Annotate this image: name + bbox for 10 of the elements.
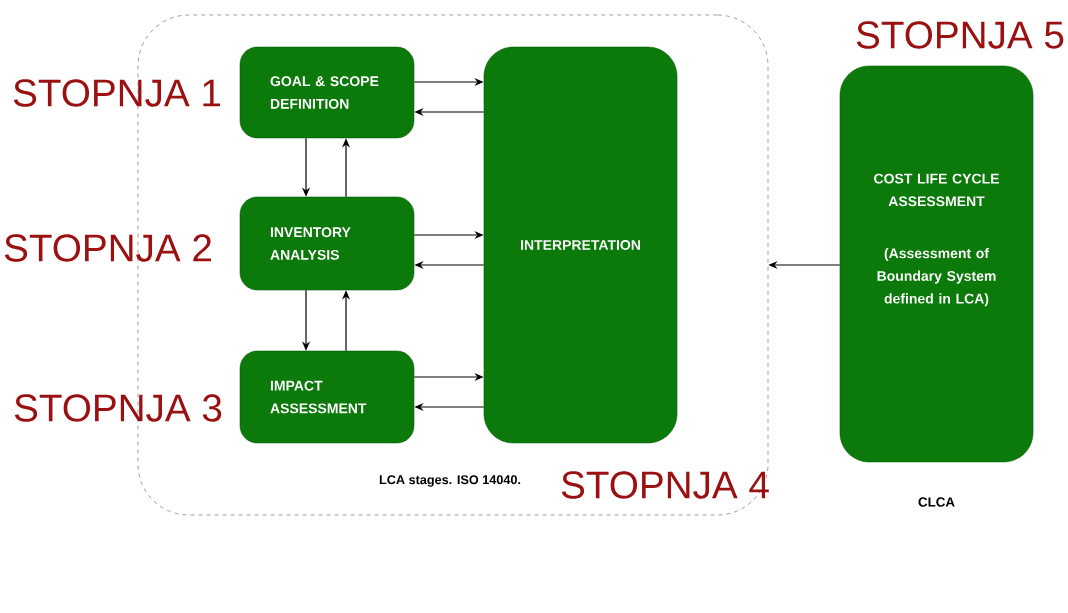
node-label: CLCA [918,497,955,507]
process-box: INTERPRETATION [483,46,678,444]
process-box: IMPACT ASSESSMENT [239,350,415,444]
stage-label: STOPNJA 1 [13,79,221,107]
stage-label: STOPNJA 2 [4,234,211,262]
process-box: INVENTORY ANALYSIS [239,196,415,291]
stage-label: STOPNJA 3 [14,394,222,422]
process-box: GOAL & SCOPE DEFINITION [239,46,415,139]
stage-label: STOPNJA 4 [561,471,769,499]
process-box: COST LIFE CYCLE ASSESSMENT (Assessment of Boundary System defined in LCA) [839,65,1034,463]
